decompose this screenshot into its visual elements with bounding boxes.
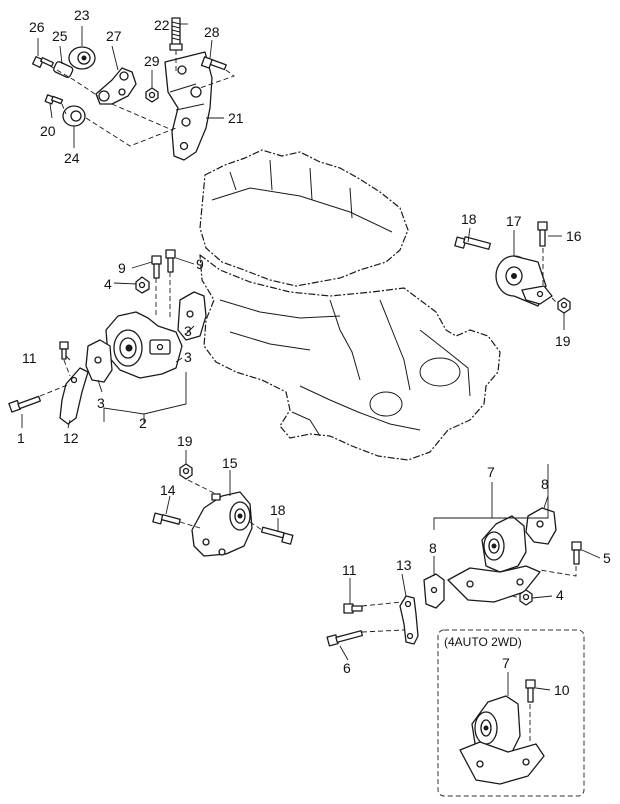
- insulator-8-right: [525, 507, 557, 545]
- callout-3-top: 3: [184, 323, 192, 339]
- rear-mount-assembly: [326, 507, 582, 647]
- inset-4auto-2wd: (4AUTO 2WD): [437, 629, 585, 797]
- engine-mount-2: [105, 311, 183, 379]
- bracket-13: [399, 595, 419, 645]
- callout-27: 27: [106, 28, 122, 44]
- inset-title: (4AUTO 2WD): [444, 635, 522, 649]
- callout-13: 13: [396, 557, 412, 573]
- bracket-21: [164, 51, 213, 161]
- callout-7: 7: [487, 464, 495, 480]
- bolt-18-right: [454, 236, 491, 250]
- mount-15: [191, 491, 253, 557]
- callout-1: 1: [17, 430, 25, 446]
- callout-25: 25: [52, 28, 68, 44]
- callout-15: 15: [222, 455, 238, 471]
- callout-2: 2: [139, 415, 147, 431]
- callout-19-right: 19: [555, 333, 571, 349]
- callout-21: 21: [228, 110, 244, 126]
- mount-17: [495, 255, 553, 307]
- callout-4-left: 4: [104, 276, 112, 292]
- bolt-16: [537, 221, 548, 247]
- callout-8-left: 8: [429, 540, 437, 556]
- tensioner-arm-27: [95, 67, 137, 105]
- bolt-10: [525, 679, 536, 703]
- callout-8-right: 8: [541, 476, 549, 492]
- spacer-25: [53, 61, 74, 78]
- left-engine-mount-assembly: [8, 249, 207, 425]
- inset-frame: [437, 629, 585, 797]
- leader-lines: [21, 23, 601, 696]
- callout-16: 16: [566, 228, 582, 244]
- callout-23: 23: [74, 7, 90, 23]
- right-engine-mount-assembly: [454, 221, 571, 314]
- nut-4-left: [135, 276, 150, 294]
- insulator-pad-3-left: [85, 339, 113, 383]
- bolt-28: [200, 56, 227, 71]
- bolt-6: [326, 630, 363, 647]
- callout-3-mid: 3: [184, 349, 192, 365]
- callout-18-center: 18: [270, 502, 286, 518]
- bolt-14: [152, 512, 181, 525]
- insulator-pad-3-right: [177, 291, 207, 341]
- callout-5: 5: [603, 550, 611, 566]
- callout-9-left: 9: [118, 260, 126, 276]
- nut-29: [145, 87, 159, 103]
- bolt-11-right: [343, 603, 363, 614]
- callout-14: 14: [160, 482, 176, 498]
- bolt-20: [44, 94, 64, 105]
- callout-28: 28: [204, 24, 220, 40]
- callout-20: 20: [40, 123, 56, 139]
- nut-4-right: [519, 589, 533, 606]
- callout-4-right: 4: [556, 587, 564, 603]
- callout-24: 24: [64, 150, 80, 166]
- callout-11-left: 11: [22, 350, 37, 366]
- callout-10: 10: [554, 682, 570, 698]
- bolt-18-center: [260, 526, 294, 545]
- callout-22: 22: [154, 17, 170, 33]
- callout-19-center: 19: [177, 433, 193, 449]
- engine-block: [199, 149, 501, 461]
- bolt-9-left: [151, 255, 162, 279]
- callout-26: 26: [29, 19, 45, 35]
- transmission-mount-assembly: [152, 463, 294, 557]
- insulator-8-left: [423, 573, 445, 609]
- bolt-11-left: [59, 341, 69, 360]
- mount-7: [447, 515, 541, 603]
- bolt-26: [32, 56, 54, 68]
- callout-3-left: 3: [97, 395, 105, 411]
- bolt-5: [571, 541, 582, 565]
- callout-12: 12: [63, 430, 79, 446]
- timing-bracket-assembly: [32, 17, 235, 161]
- callout-9-right: 9: [196, 256, 204, 272]
- pulley-23: [68, 46, 96, 70]
- callout-18-right: 18: [461, 211, 477, 227]
- bolt-1: [8, 395, 42, 413]
- pulley-24: [62, 105, 86, 127]
- bolt-9-right: [165, 249, 176, 273]
- callout-labels: 26 25 23 27 22 28 29 20 24 21 18 17 16 1…: [17, 7, 611, 698]
- callout-29: 29: [144, 53, 160, 69]
- stud-22: [169, 17, 183, 51]
- mount-7-inset: [459, 695, 545, 785]
- callout-6: 6: [343, 660, 351, 676]
- callout-7-inset: 7: [502, 655, 510, 671]
- callout-11-right: 11: [342, 562, 357, 578]
- callout-17: 17: [506, 213, 522, 229]
- bracket-12: [59, 367, 89, 425]
- nut-19-right: [557, 297, 571, 314]
- nut-19-center: [179, 463, 193, 480]
